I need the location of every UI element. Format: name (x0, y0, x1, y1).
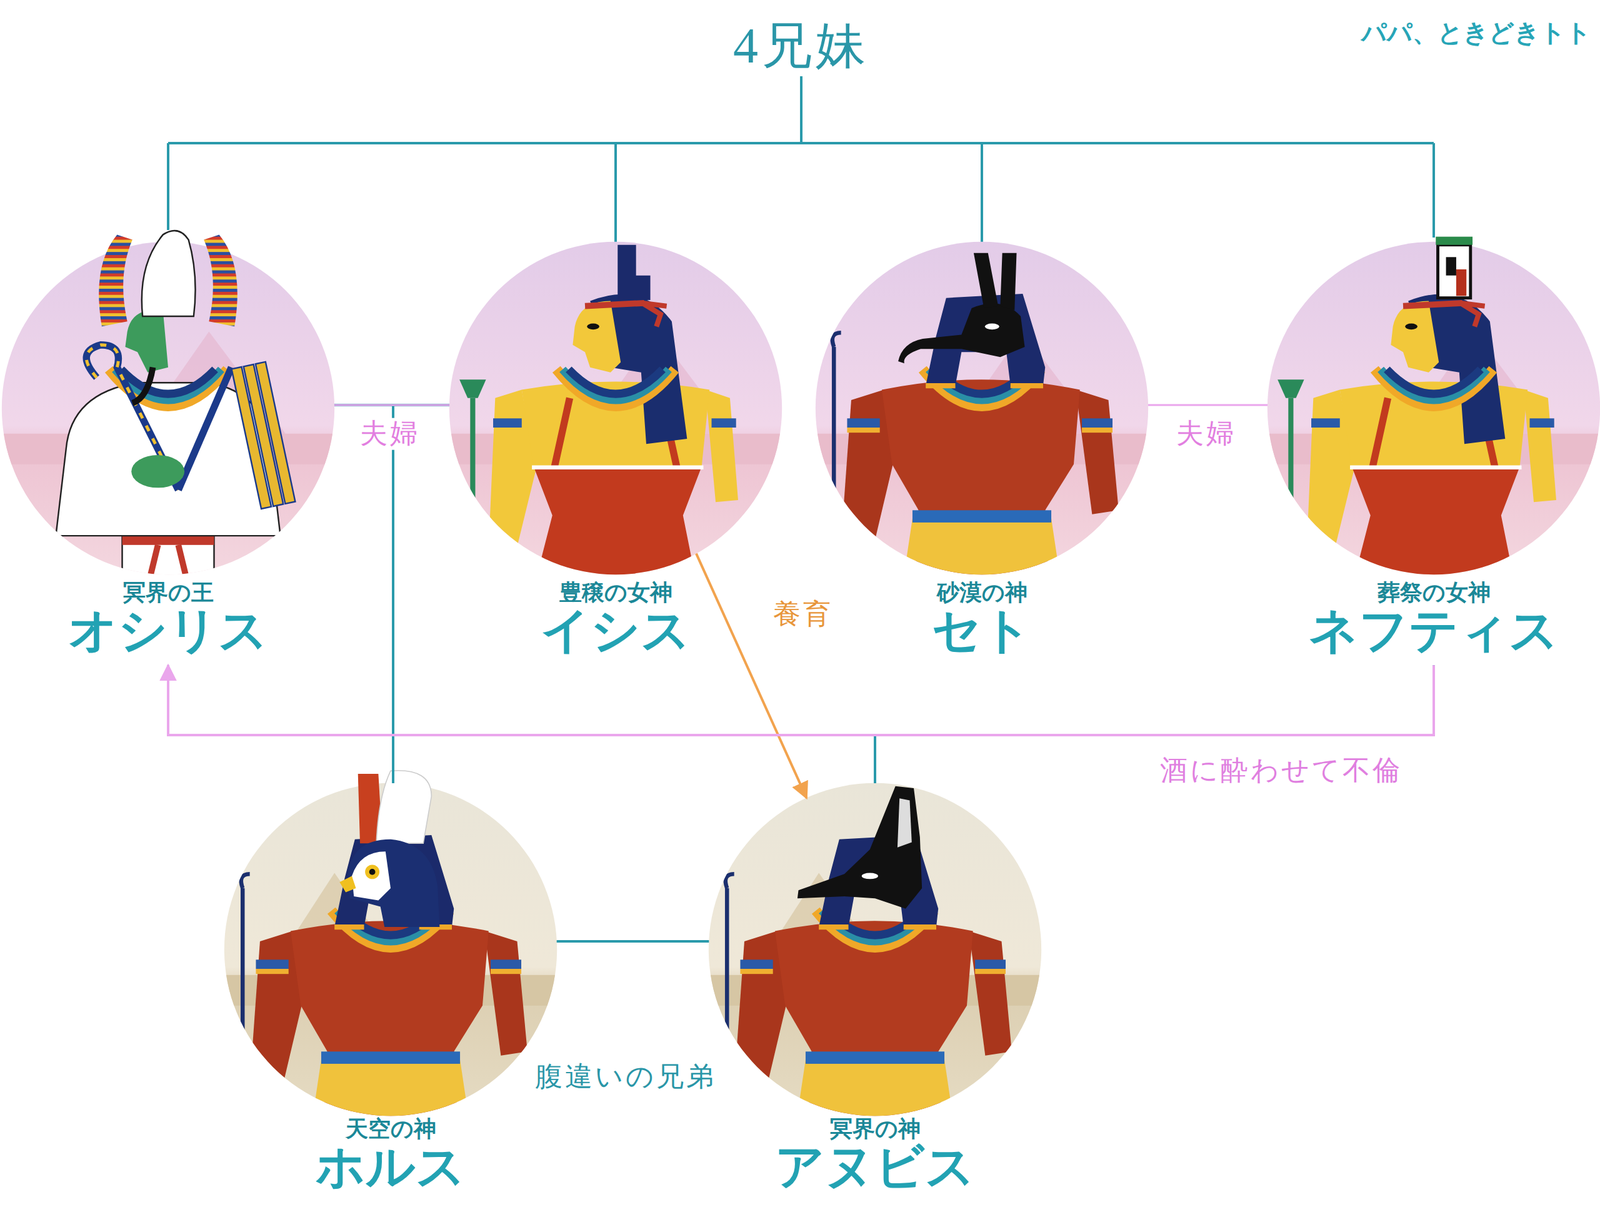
logo-watermark: パパ、ときどきトト (1361, 18, 1592, 47)
isis-figure (441, 234, 789, 587)
deity-name: オシリス (68, 605, 269, 657)
anubis-figure (701, 775, 1049, 1128)
deity-role: 豊穣の女神 (559, 579, 673, 605)
deity-name: セト (931, 605, 1032, 657)
anubis-figure-part (701, 775, 1049, 1128)
anubis-figure-part (897, 798, 912, 847)
isis-figure-part-part (459, 294, 739, 587)
horus-figure-part (351, 851, 391, 900)
horus-figure-part (347, 839, 440, 927)
relation-line (334, 404, 450, 407)
seth-figure-part (985, 323, 1000, 330)
anubis-figure-part (861, 873, 879, 880)
nephthys-figure-part (1260, 234, 1600, 587)
nephthys-figure-part (1446, 256, 1457, 275)
isis-figure-part (617, 245, 650, 300)
seth-figure-part (808, 234, 1155, 587)
osiris-figure (0, 230, 342, 592)
nephthys-figure-part (1456, 269, 1467, 296)
relation-line (556, 940, 710, 943)
seth-figure-part (973, 253, 1017, 310)
edge-label-anchor: 腹違いの兄弟 (531, 1061, 720, 1094)
deity-node: 葬祭の女神ネフティス (1267, 241, 1600, 657)
horus-figure-part (339, 875, 356, 892)
osiris-figure-part-part (131, 455, 185, 488)
deity-role: 天空の神 (345, 1115, 437, 1142)
deity-node: 砂漠の神セト (815, 241, 1149, 657)
horus-figure-part (365, 864, 380, 879)
relation-label: 夫婦 (1172, 418, 1240, 450)
osiris-figure-part (132, 367, 154, 404)
horus-figure-part (369, 868, 376, 875)
edge-label-anchor: 養育 (769, 598, 837, 631)
osiris-figure-part (141, 230, 196, 317)
deity-role: 冥界の神 (830, 1115, 921, 1142)
relation-label: 腹違いの兄弟 (531, 1061, 720, 1094)
deity-node: 豊穣の女神イシス (449, 241, 782, 657)
relation-label: 養育 (769, 598, 837, 631)
osiris-figure-part-part (178, 367, 232, 490)
relation-line (334, 405, 394, 784)
osiris-figure-part (203, 234, 238, 327)
edge-label-anchor: 夫婦 (356, 418, 424, 450)
seth-figure-part (898, 303, 1025, 364)
nephthys-figure-part-part (1277, 294, 1557, 587)
relation-line (1148, 404, 1268, 407)
osiris-figure-part (125, 310, 169, 373)
deity-name: ホルス (315, 1141, 466, 1193)
horus-figure-part-part (334, 835, 454, 927)
nephthys-figure-part (1435, 236, 1473, 245)
osiris-figure-part (98, 234, 133, 327)
horus-figure-part (376, 770, 432, 844)
relation-line (696, 553, 807, 799)
diagram-title: 4兄妹 (733, 18, 870, 74)
deity-name: ネフティス (1308, 605, 1559, 657)
label-anchor: パパ、ときどきトト (1361, 18, 1592, 47)
anubis-figure-part-part (725, 873, 1012, 1129)
seth-figure-part-part (832, 332, 1119, 587)
nephthys-figure (1260, 234, 1600, 587)
edge-label-anchor: 夫婦 (1172, 418, 1240, 450)
horus-figure (216, 770, 564, 1129)
relation-line (168, 665, 1434, 735)
osiris-figure-part-part (121, 369, 215, 394)
relation-line (393, 405, 450, 784)
deity-node: 冥界の神アヌビス (708, 783, 1042, 1193)
deity-role: 葬祭の女神 (1377, 579, 1491, 605)
deity-name: アヌビス (775, 1141, 975, 1193)
isis-figure-part (441, 234, 789, 587)
relation-line (168, 665, 875, 784)
seth-figure (808, 234, 1155, 587)
title-anchor: 4兄妹 (733, 18, 870, 74)
edge-label-anchor: 酒に酔わせて不倫 (1156, 755, 1407, 787)
osiris-figure-part-part-part (255, 361, 296, 504)
deity-node: 天空の神ホルス (224, 783, 557, 1193)
deity-name: イシス (540, 605, 691, 657)
relation-label: 酒に酔わせて不倫 (1156, 755, 1407, 787)
sibling-bracket (168, 76, 1434, 246)
deity-node: 冥界の王オシリス (1, 241, 335, 657)
anubis-figure-part (797, 786, 922, 909)
deity-role: 砂漠の神 (936, 579, 1028, 605)
deity-role: 冥界の王 (123, 579, 214, 605)
relation-label: 夫婦 (356, 418, 424, 450)
osiris-figure-part-part (231, 361, 296, 509)
nephthys-figure-part (1438, 245, 1471, 299)
